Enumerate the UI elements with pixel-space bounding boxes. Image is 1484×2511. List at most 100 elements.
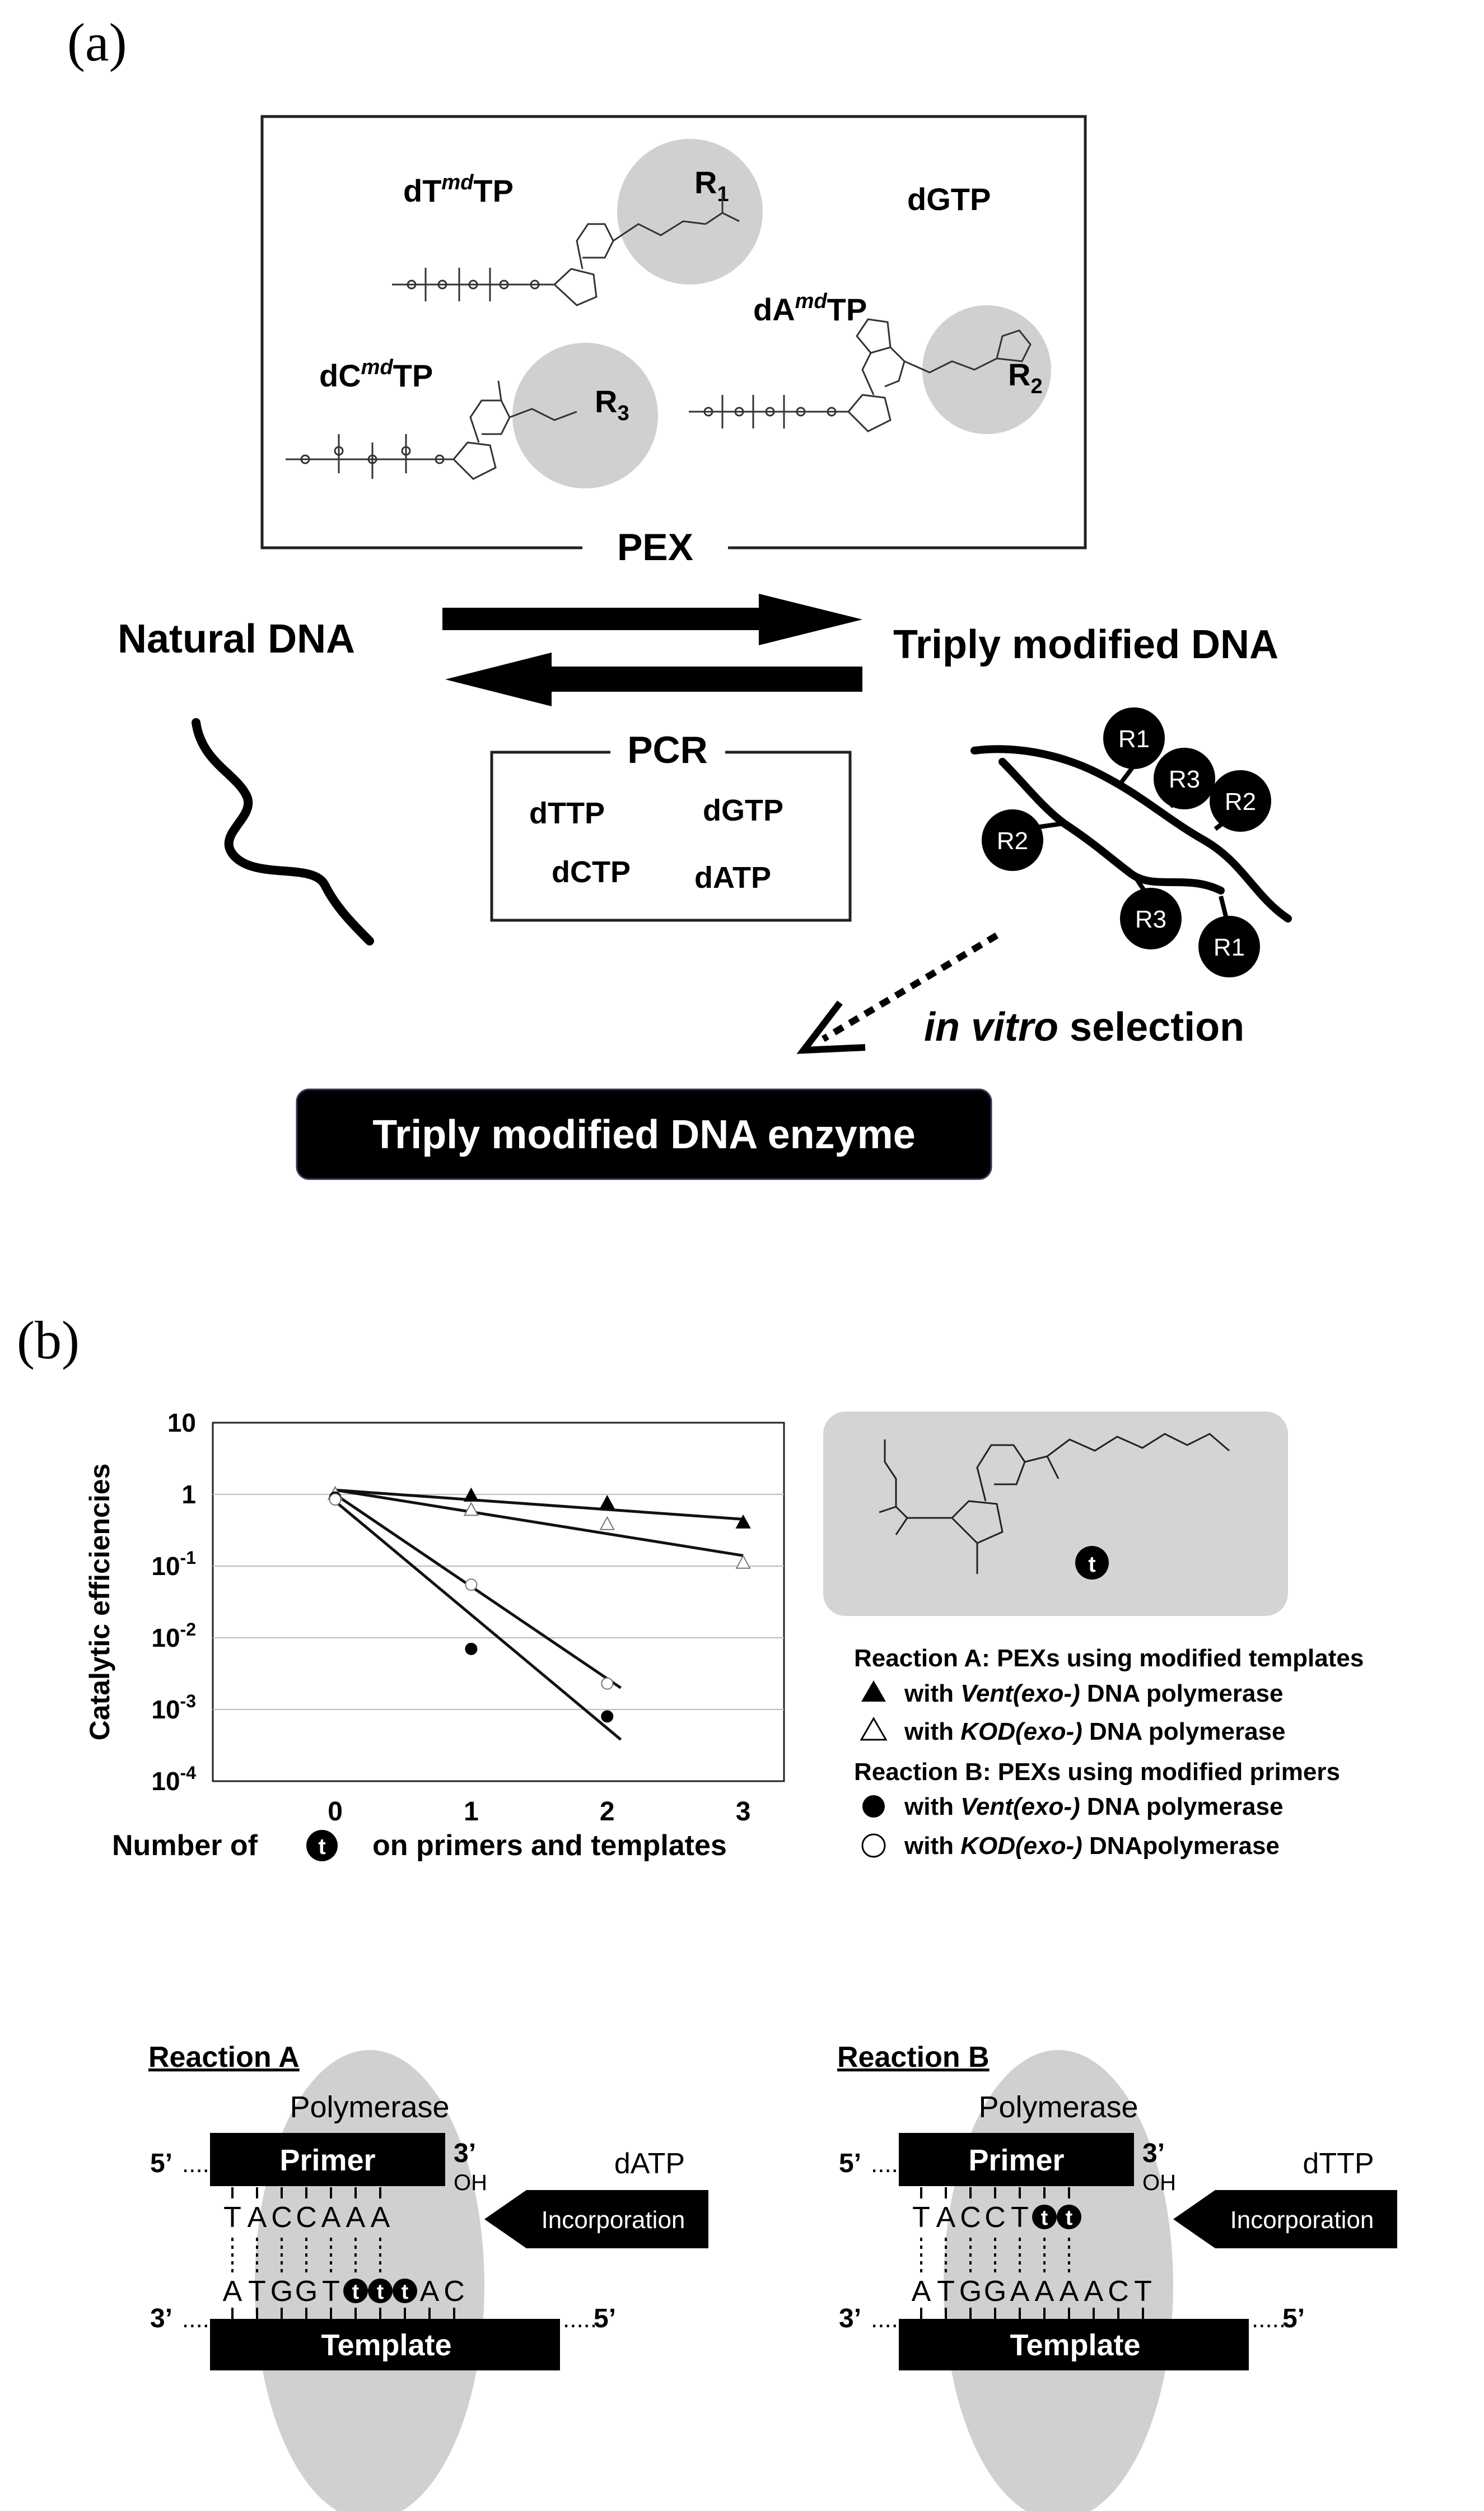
top-strand-base: C	[271, 2201, 292, 2234]
point-filled-triangle	[599, 1494, 615, 1509]
bottom-strand-base: A	[1084, 2275, 1104, 2308]
top-strand-base: t	[1041, 2206, 1048, 2230]
template-3-label: 3’	[839, 2304, 861, 2333]
primer-5-dots: .....	[182, 2150, 216, 2178]
top-strand-base: T	[223, 2201, 241, 2234]
dna-residue-r1-bottom-label: R1	[1214, 934, 1245, 961]
template-label: Template	[321, 2328, 451, 2362]
pcr-label: PCR	[627, 729, 708, 771]
bottom-strand-base: G	[295, 2275, 318, 2308]
point-open-triangle	[463, 1502, 479, 1516]
point-open-circle	[465, 1578, 478, 1591]
top-strand-base: A	[371, 2201, 390, 2234]
legend-item-vent-a: with Vent(exo-) DNA polymerase	[904, 1680, 1283, 1707]
incorporation-arrow	[484, 2190, 708, 2248]
y-tick-label: 10	[167, 1408, 196, 1437]
in-vitro-selection-label: in vitro selection	[924, 1005, 1244, 1050]
top-strand-base: C	[960, 2201, 981, 2234]
point-filled-triangle	[463, 1487, 479, 1502]
t-base-icon	[1057, 2205, 1081, 2229]
modified-dna-residue-circles	[982, 707, 1271, 977]
template-bar	[210, 2319, 560, 2370]
t-base-icon	[368, 2279, 393, 2303]
top-strand-base: t	[1066, 2206, 1073, 2230]
pcr-dttp: dTTP	[529, 796, 605, 830]
natural-dna-strand	[192, 718, 374, 945]
bottom-strand-base: t	[377, 2280, 384, 2304]
incoming-nucleotide-label: dTTP	[1303, 2147, 1374, 2180]
primer-label: Primer	[968, 2144, 1064, 2177]
dAmdTP-label: dAmdTP	[753, 290, 867, 327]
dna-residue-r3-top	[1154, 748, 1215, 809]
top-strand-base: A	[346, 2201, 366, 2234]
legend-item-vent-b: with Vent(exo-) DNA polymerase	[904, 1793, 1283, 1820]
polymerase-label: Polymerase	[290, 2090, 449, 2124]
bottom-strand-base: A	[1010, 2275, 1030, 2308]
top-strand-base: C	[984, 2201, 1006, 2234]
pcr-datp: dATP	[694, 861, 771, 895]
primer-5-label: 5’	[839, 2149, 861, 2178]
bottom-strand-base: G	[270, 2275, 293, 2308]
r2-highlight	[922, 305, 1051, 434]
dGTP-label: dGTP	[907, 181, 991, 217]
y-tick-label: 10-2	[151, 1619, 196, 1652]
t-structure-box	[823, 1411, 1288, 1616]
triply-modified-dna-label: Triply modified DNA	[893, 622, 1278, 667]
pex-label: PEX	[617, 526, 693, 569]
oh-label: OH	[454, 2170, 487, 2195]
template-5-label: 5’	[594, 2304, 616, 2333]
bottom-strand-base: C	[444, 2275, 465, 2308]
bottom-strand-base: T	[1134, 2275, 1152, 2308]
point-open-circle	[329, 1493, 342, 1506]
dna-residue-r1-bottom	[1198, 916, 1260, 977]
bottom-strand-base: A	[1035, 2275, 1054, 2308]
bottom-strand-base: G	[984, 2275, 1006, 2308]
fit-line-filled-triangle	[335, 1488, 744, 1521]
chart-ylabel: Catalytic efficiencies	[84, 1464, 115, 1741]
t-structure-drawing	[879, 1433, 1230, 1574]
panel-a-label: (a)	[67, 12, 127, 72]
chart-xlabel-before: Number of	[112, 1829, 258, 1862]
bottom-strand-base: C	[1108, 2275, 1129, 2308]
triply-modified-dna-graphic	[970, 745, 1292, 923]
chart-xlabel-symbol: t	[318, 1834, 325, 1859]
point-open-circle	[601, 1677, 614, 1690]
legend-filled-circle-icon	[862, 1795, 885, 1818]
dCmdTP-label: dCmdTP	[319, 356, 433, 393]
t-symbol-icon	[306, 1830, 338, 1861]
enzyme-label: Triply modified DNA enzyme	[372, 1112, 916, 1157]
reaction-a-diagram: Reaction APolymerasePrimer5’.....3’OHdAT…	[148, 2041, 708, 2511]
template-5-dots: .....	[1252, 2305, 1286, 2333]
primer-bar	[899, 2133, 1134, 2186]
primer-3-label: 3’	[1142, 2139, 1165, 2168]
fit-line-open-circle	[334, 1493, 622, 1689]
chart-fit-lines	[334, 1488, 744, 1741]
bottom-strand-base: T	[248, 2275, 266, 2308]
point-filled-circle	[601, 1710, 614, 1723]
template-3-dots: .....	[182, 2305, 216, 2333]
chart-xlabel: Number of t on primers and templates	[112, 1829, 727, 1862]
template-3-label: 3’	[150, 2304, 172, 2333]
dna-residue-r3-bottom-label: R3	[1135, 906, 1166, 933]
bottom-strand-base: G	[959, 2275, 982, 2308]
incorporation-label: Incorporation	[1230, 2206, 1374, 2234]
pcr-box	[490, 751, 852, 922]
reaction-title: Reaction A	[148, 2041, 300, 2074]
dTmdTP-structure	[392, 193, 740, 306]
x-tick-label: 1	[464, 1797, 479, 1827]
enzyme-label-box	[296, 1088, 992, 1180]
t-base-icon	[343, 2279, 368, 2303]
x-tick-label: 3	[736, 1797, 751, 1827]
primer-3-label: 3’	[454, 2139, 476, 2168]
natural-dna-label: Natural DNA	[118, 617, 355, 661]
r3-highlight	[512, 343, 658, 488]
bottom-strand-base: A	[1060, 2275, 1079, 2308]
point-filled-circle	[465, 1642, 478, 1655]
plot-frame	[212, 1422, 785, 1782]
t-structure-symbol: t	[1088, 1552, 1095, 1577]
bottom-strand-base: T	[322, 2275, 340, 2308]
oh-label: OH	[1142, 2170, 1176, 2195]
